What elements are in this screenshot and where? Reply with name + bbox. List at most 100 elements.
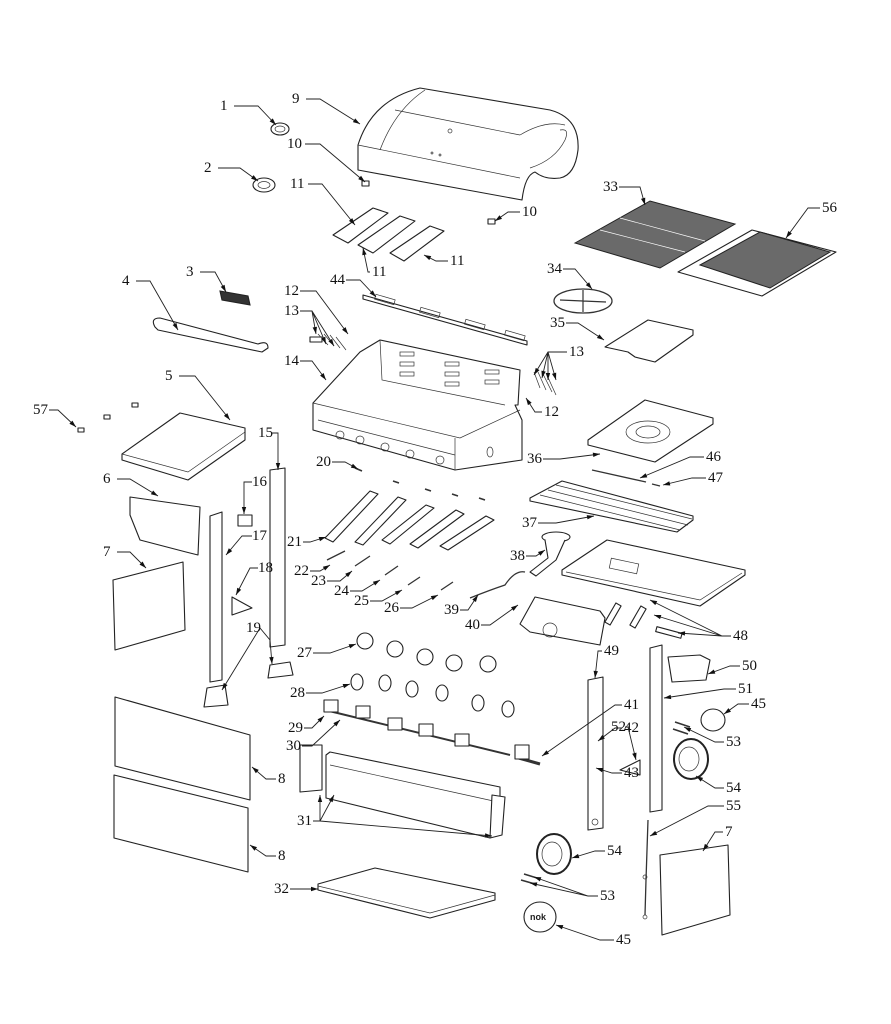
- callout-leader-line: [136, 280, 179, 331]
- callout-number: 29: [288, 720, 303, 736]
- callout-arrowhead: [269, 118, 276, 125]
- callout-number: 35: [550, 315, 565, 331]
- callout-c31: 31: [297, 794, 493, 838]
- part-cabinet-door-lower: [113, 774, 249, 873]
- callout-c7b: 7: [702, 824, 733, 852]
- callout-arrowhead: [172, 322, 178, 330]
- callout-c18: 18: [235, 560, 273, 596]
- callout-arrowhead: [663, 481, 671, 486]
- callout-number: 23: [311, 573, 326, 589]
- part-corner-bracket: [231, 596, 253, 616]
- callout-leader-line: [695, 775, 724, 789]
- part-side-door-left: [112, 561, 186, 651]
- callout-number: 53: [726, 734, 741, 750]
- callout-arrowhead: [641, 197, 646, 205]
- callout-arrowhead: [350, 463, 358, 469]
- callout-number: 33: [603, 179, 618, 195]
- cap-logo-text: nok: [530, 912, 547, 922]
- callout-arrowhead: [236, 587, 242, 595]
- callout-arrowhead: [226, 548, 233, 555]
- callout-arrowhead: [269, 656, 274, 664]
- callout-number: 3: [186, 264, 194, 280]
- callout-arrowhead: [654, 614, 662, 620]
- callout-c26: 26: [384, 594, 439, 616]
- part-warming-rack: [529, 480, 694, 533]
- callout-c54a: 54: [695, 775, 742, 796]
- callout-c5: 5: [165, 368, 231, 421]
- callout-c10b: 10: [494, 204, 537, 222]
- callout-c42: 42: [597, 720, 639, 742]
- callout-c19: 19: [221, 620, 274, 691]
- callout-c45a: 45: [723, 696, 766, 715]
- callout-number: 14: [284, 353, 300, 369]
- callout-leader-line: [619, 186, 646, 206]
- callout-arrowhead: [586, 515, 594, 520]
- callout-number: 43: [624, 765, 639, 781]
- callout-number: 31: [297, 813, 312, 829]
- part-corner-bracket-right: [619, 759, 641, 776]
- part-leg-foot-front: [203, 684, 229, 708]
- callout-arrowhead: [684, 727, 692, 733]
- callout-c28: 28: [290, 683, 351, 701]
- part-cart-leg-front-left: [209, 511, 223, 683]
- callout-c10a: 10: [287, 136, 366, 183]
- callout-c40: 40: [465, 604, 519, 633]
- callout-leader-line: [785, 207, 820, 239]
- callout-c15: 15: [258, 425, 281, 470]
- part-cart-leg-rear-left: [269, 467, 286, 648]
- part-warming-grate: [677, 229, 837, 297]
- callout-arrowhead: [362, 248, 367, 256]
- callout-arrowhead: [545, 373, 551, 380]
- part-valve-manifold: [323, 699, 541, 766]
- callout-leader-line: [370, 589, 403, 602]
- callout-arrowhead: [372, 580, 380, 586]
- callout-arrowhead: [322, 565, 330, 571]
- part-shelf-screws: [77, 402, 139, 433]
- callout-number: 18: [258, 560, 273, 576]
- callout-leader-line: [702, 831, 723, 852]
- callout-arrowhead: [424, 255, 432, 261]
- callout-c41: 41: [541, 697, 639, 757]
- part-tank-hook-rod: [642, 819, 649, 920]
- callout-c9: 9: [292, 91, 361, 125]
- part-leg-foot-rear: [267, 661, 294, 679]
- callout-arrowhead: [541, 370, 546, 378]
- callout-number: 56: [822, 200, 838, 216]
- callout-number: 34: [547, 261, 563, 277]
- callout-number: 21: [287, 534, 302, 550]
- part-burner-tubes: [324, 490, 495, 551]
- callout-arrowhead: [556, 925, 564, 930]
- callout-arrowhead: [430, 595, 438, 601]
- callout-arrowhead: [220, 284, 226, 292]
- callout-c34: 34: [547, 261, 593, 290]
- callout-arrowhead: [484, 833, 492, 838]
- callout-c53b: 53: [529, 876, 615, 904]
- callout-number: 11: [450, 253, 464, 269]
- part-lid-bumper-left: [361, 180, 370, 187]
- callout-arrowhead: [664, 694, 672, 700]
- callout-layer: 1234567788910101111111212131314151617181…: [33, 91, 838, 948]
- callout-number: 39: [444, 602, 459, 618]
- callout-c27: 27: [297, 643, 357, 661]
- callout-arrowhead: [345, 571, 352, 578]
- callout-arrowhead: [537, 550, 545, 556]
- callout-number: 19: [246, 620, 261, 636]
- callout-leader-line: [400, 594, 439, 609]
- callout-leader-line: [566, 322, 605, 341]
- callout-arrowhead: [542, 750, 549, 756]
- callout-arrowhead: [252, 767, 259, 774]
- callout-arrowhead: [333, 720, 340, 727]
- callout-leader-line: [179, 375, 231, 421]
- callout-arrowhead: [703, 843, 709, 851]
- callout-c30: 30: [286, 719, 341, 754]
- callout-c55: 55: [649, 798, 741, 837]
- callout-number: 38: [510, 548, 525, 564]
- part-cooking-grate: [573, 200, 737, 269]
- callout-arrowhead: [358, 175, 365, 182]
- callout-c54b: 54: [571, 843, 623, 859]
- callout-leader-line: [563, 268, 593, 290]
- callout-arrowhead: [139, 561, 146, 568]
- callout-arrowhead: [318, 536, 326, 542]
- callout-arrowhead: [328, 338, 334, 346]
- callout-number: 1: [220, 98, 228, 114]
